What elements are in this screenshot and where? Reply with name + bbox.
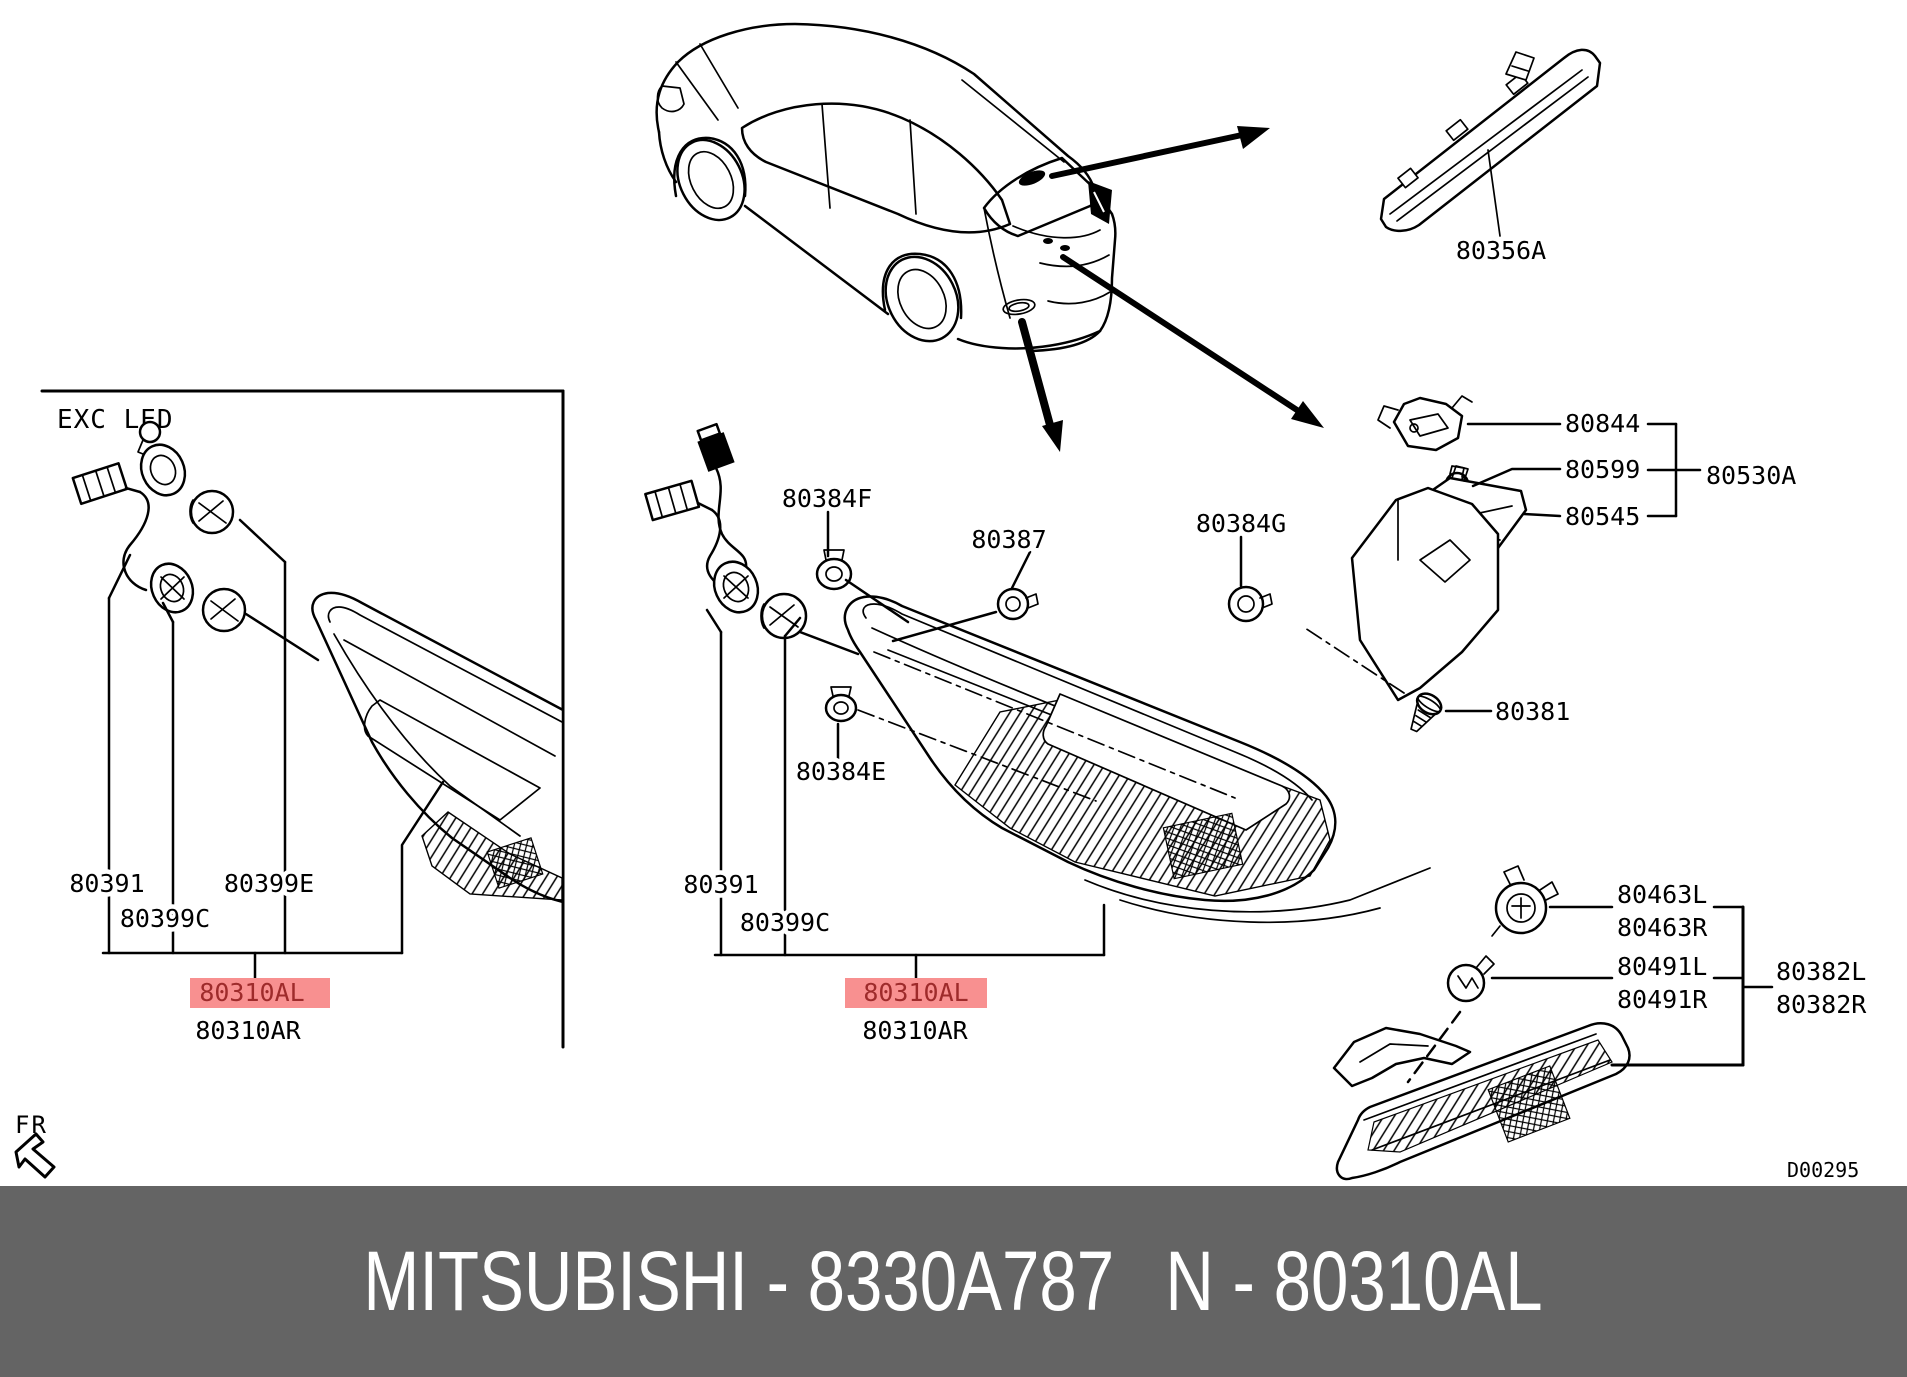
main-harness-drawing (644, 422, 860, 656)
part-label-80387: 80387 (971, 525, 1046, 554)
screw-80381-drawing (1410, 692, 1443, 733)
part-label-80384G: 80384G (1196, 509, 1286, 538)
part-label-80391-main: 80391 (683, 870, 758, 899)
reflector-lamp-drawing (1332, 1022, 1631, 1181)
clip-80384E-drawing (824, 686, 858, 723)
part-label-80384F: 80384F (782, 484, 872, 513)
part-label-80491L: 80491L (1617, 952, 1707, 981)
part-label-high-mount: 80356A (1456, 236, 1546, 265)
fr-label: FR (15, 1111, 48, 1139)
footer-brand-part: MITSUBISHI - 8330A787 (363, 1234, 1115, 1328)
main-lamp-drawing (843, 595, 1431, 924)
lamp-stay-drawing (1304, 486, 1500, 702)
exc-led-box: EXC LED (40, 389, 565, 1050)
arrow-to-tail-lamp-icon (1018, 318, 1063, 452)
part-label-80310AL-left[interactable]: 80310AL (199, 978, 304, 1007)
part-label-license-bulb: 80599 (1565, 455, 1640, 484)
part-label-80310AL-main[interactable]: 80310AL (863, 978, 968, 1007)
clip-80384F-drawing (815, 549, 853, 591)
part-label-80463R: 80463R (1617, 913, 1708, 942)
part-label-80399E-left: 80399E (224, 869, 314, 898)
part-label-80310AR-left: 80310AR (195, 1016, 301, 1045)
grommet-80387-drawing (996, 587, 1039, 621)
part-label-80463L: 80463L (1617, 880, 1707, 909)
vehicle-rear-view-drawing (655, 22, 1117, 353)
rear-reflector-group: 80463L 80463R 80491L 80491R 80382L 80382… (1332, 865, 1872, 1181)
part-label-license-lens: 80545 (1565, 502, 1640, 531)
drawing-code: D00295 (1787, 1158, 1859, 1182)
arrow-to-high-mount-lamp-icon (1049, 126, 1270, 179)
part-label-80382L: 80382L (1776, 957, 1866, 986)
part-label-80384E: 80384E (796, 757, 886, 786)
part-label-80399C-left: 80399C (120, 904, 210, 933)
highlight-80310AL-main (845, 978, 987, 1008)
part-label-80382R: 80382R (1776, 990, 1867, 1019)
arrow-to-license-lamp-icon (1060, 254, 1324, 428)
exc-led-harness-drawing (71, 420, 247, 633)
high-mount-stop-lamp-drawing (1379, 48, 1602, 237)
part-label-license-socket: 80844 (1565, 409, 1640, 438)
part-label-license-assembly: 80530A (1706, 461, 1796, 490)
part-label-80491R: 80491R (1617, 985, 1708, 1014)
main-lamp-group: 80384F 80387 80384G 80384E 80381 80391 8… (644, 422, 1575, 1050)
part-label-80381: 80381 (1495, 697, 1570, 726)
footer-selected-part: N - 80310AL (1165, 1234, 1544, 1328)
exc-led-lamp-drawing (311, 591, 565, 904)
reflector-bulb-drawing (1446, 955, 1495, 1003)
footer-bar: MITSUBISHI - 8330A787 N - 80310AL (0, 1186, 1907, 1377)
reflector-socket-drawing (1491, 865, 1559, 937)
highlight-80310AL-left (190, 978, 330, 1008)
grommet-80384G-drawing (1227, 585, 1273, 623)
high-mount-lamp-location (1018, 170, 1046, 186)
part-label-80399C-main: 80399C (740, 908, 830, 937)
fr-direction-arrow-icon: FR (11, 1107, 56, 1179)
part-label-80310AR-main: 80310AR (862, 1016, 968, 1045)
part-label-80391-left: 80391 (69, 869, 144, 898)
parts-diagram-canvas: 80356A 80844 80599 80545 80530A EXC LED (11, 22, 1872, 1182)
license-lamp-socket-drawing (1377, 395, 1473, 452)
